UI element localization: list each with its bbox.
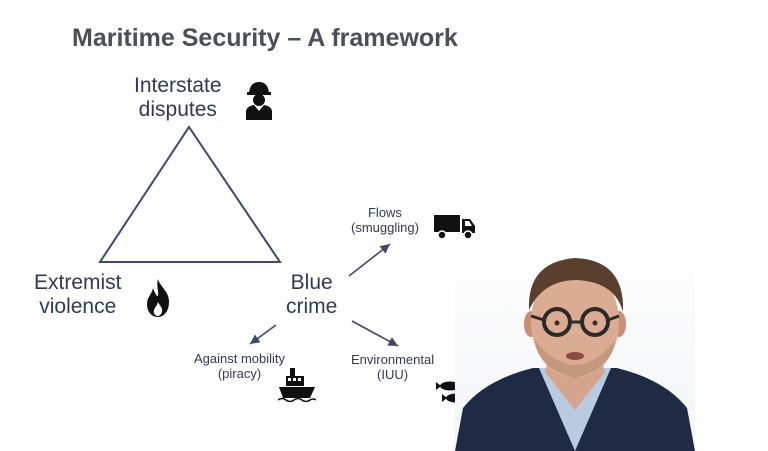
mobility-line1: Against mobility — [194, 351, 286, 366]
arrow-to-flows — [348, 243, 391, 277]
flows-line1: Flows — [367, 205, 402, 220]
flame-icon — [147, 279, 169, 317]
extremist-line1: Extremist — [34, 271, 122, 294]
presenter-figure — [455, 258, 695, 451]
flows-line2: (smuggling) — [351, 219, 419, 235]
interstate-line1: Interstate — [134, 74, 222, 97]
node-interstate-disputes: Interstate disputes — [134, 74, 222, 122]
presenter-video — [455, 240, 695, 451]
node-environmental: Environmental (IUU) — [351, 352, 435, 383]
environmental-line1: Environmental — [351, 352, 435, 367]
node-extremist-violence: Extremist violence — [34, 271, 122, 319]
arrow-to-environmental — [351, 320, 399, 347]
node-against-mobility: Against mobility (piracy) — [194, 351, 286, 382]
truck-icon — [434, 215, 475, 240]
blue-crime-line1: Blue — [290, 271, 333, 294]
node-blue-crime: Blue crime — [286, 271, 337, 319]
ship-icon — [278, 368, 316, 402]
blue-crime-line2: crime — [286, 295, 338, 319]
interstate-line2: disputes — [138, 98, 217, 122]
slide-title: Maritime Security – A framework — [72, 24, 458, 52]
arrow-to-mobility — [249, 324, 277, 345]
mobility-line2: (piracy) — [217, 365, 262, 381]
triangle-shape — [98, 125, 282, 263]
environmental-line2: (IUU) — [377, 366, 409, 382]
node-flows: Flows (smuggling) — [351, 205, 419, 236]
extremist-line2: violence — [39, 295, 117, 319]
soldier-icon — [246, 82, 272, 120]
